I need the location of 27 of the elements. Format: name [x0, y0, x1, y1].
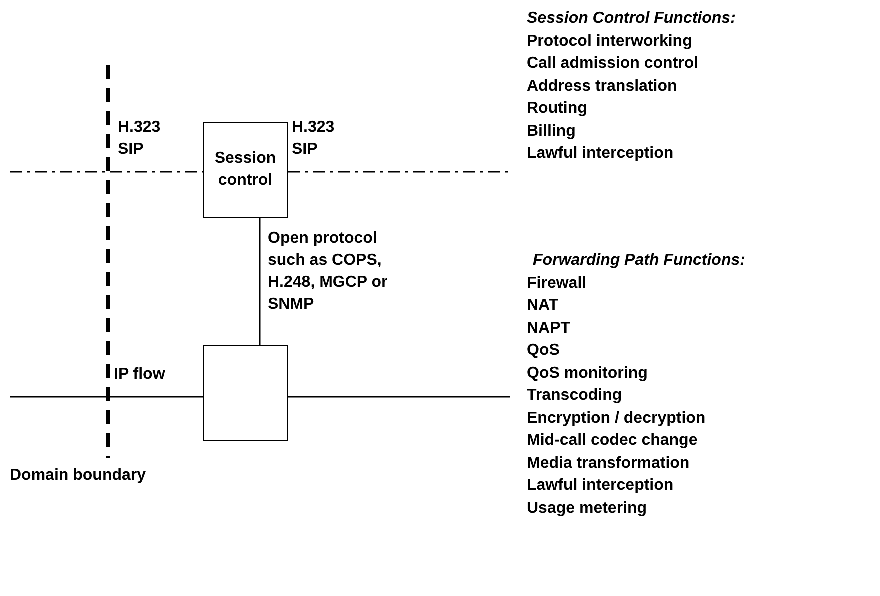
connector-line	[288, 396, 510, 398]
process-box	[203, 345, 288, 441]
list-item: NAPT	[527, 318, 571, 338]
list-item: QoS	[527, 341, 560, 361]
signaling-line	[288, 171, 510, 173]
process-box: Session control	[203, 122, 288, 218]
list-item: Lawful interception	[527, 144, 674, 164]
list-item: NAT	[527, 296, 559, 316]
list-item: QoS monitoring	[527, 364, 648, 384]
connector-line	[10, 396, 203, 398]
list-item: Encryption / decryption	[527, 408, 706, 428]
connector-line	[259, 218, 261, 345]
list-item: Media transformation	[527, 454, 690, 474]
boundary-caption: Domain boundary	[10, 466, 146, 486]
list-item: Mid-call codec change	[527, 431, 698, 451]
list-item: Transcoding	[527, 386, 622, 406]
list-item: Address translation	[527, 76, 678, 96]
list-item: Routing	[527, 99, 588, 119]
list-heading: Forwarding Path Functions:	[533, 251, 746, 271]
signaling-line	[10, 171, 203, 173]
list-item: Call admission control	[527, 54, 699, 74]
list-item: Billing	[527, 122, 576, 142]
list-item: Firewall	[527, 274, 587, 294]
list-heading: Session Control Functions:	[527, 9, 736, 29]
list-item: Usage metering	[527, 498, 648, 518]
list-item: Protocol interworking	[527, 32, 692, 52]
list-item: Lawful interception	[527, 476, 674, 496]
